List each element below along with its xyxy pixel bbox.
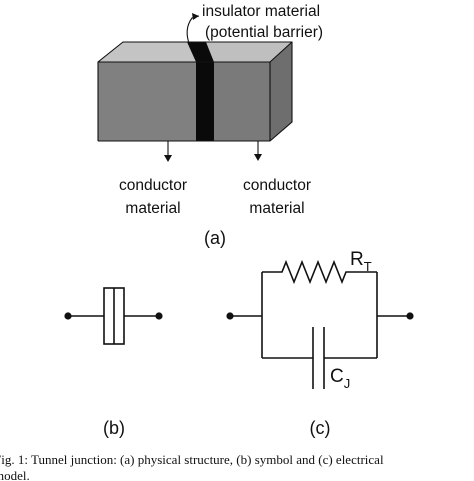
- insulator-arrowhead: [192, 13, 199, 20]
- top-face-left: [98, 42, 196, 62]
- insulator-label-line2: (potential barrier): [205, 24, 323, 41]
- insulator-label-line1: insulator material: [202, 3, 320, 20]
- physical-structure-diagram: insulator material (potential barrier) c…: [97, 3, 323, 248]
- panel-label-b: (b): [103, 418, 125, 438]
- right-conductor-arrowhead: [254, 154, 262, 161]
- tunnel-resistor: [262, 259, 377, 285]
- right-conductor-label-line2: material: [249, 200, 304, 217]
- resistor-subscript: T: [364, 259, 372, 274]
- side-face-right: [270, 42, 292, 141]
- right-conductor-label-line1: conductor: [243, 177, 311, 194]
- resistor-symbol: R: [350, 249, 364, 270]
- left-conductor-label-line2: material: [125, 200, 180, 217]
- insulator-barrier-top: [187, 42, 214, 62]
- figure-caption-line2: model.: [0, 468, 30, 481]
- insulator-pointer-arrow: [186, 15, 200, 47]
- capacitor-subscript: J: [344, 376, 351, 391]
- panel-label-c: (c): [310, 418, 331, 438]
- symbol-right-terminal: [155, 312, 163, 320]
- figure-caption-line1: Fig. 1: Tunnel junction: (a) physical st…: [0, 452, 384, 467]
- left-conductor-label-line1: conductor: [119, 177, 187, 194]
- electrical-model-diagram: RT CJ (c): [226, 249, 414, 438]
- front-face-left: [98, 62, 196, 141]
- left-conductor-arrowhead: [164, 155, 172, 162]
- top-face-right: [206, 42, 292, 62]
- capacitor-label: CJ: [330, 366, 350, 391]
- panel-label-a: (a): [204, 228, 226, 248]
- front-face-right: [214, 62, 270, 141]
- junction-symbol-diagram: (b): [64, 287, 163, 438]
- capacitor-symbol: C: [330, 366, 344, 387]
- resistor-label: RT: [350, 249, 372, 274]
- insulator-barrier-front: [196, 62, 214, 141]
- block-outline: [97, 41, 293, 142]
